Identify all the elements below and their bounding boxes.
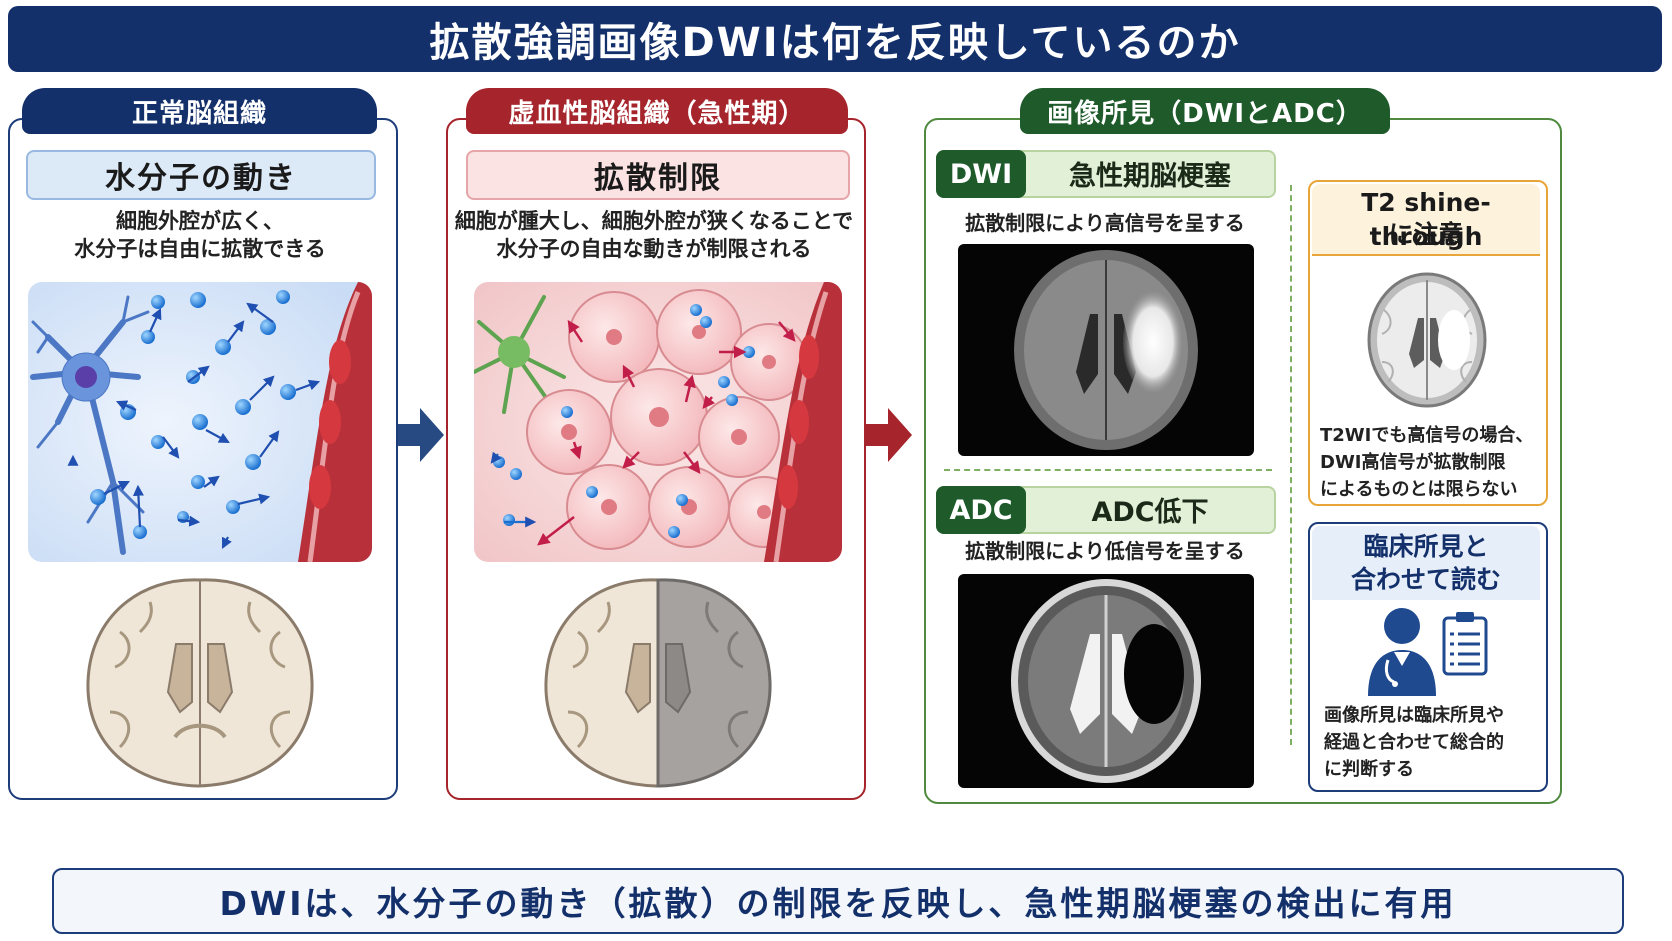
ischemic-desc-line1: 細胞が腫大し、細胞外腔が狭くなることで <box>454 209 854 233</box>
doctor-clipboard-icon <box>1362 604 1492 700</box>
dwi-finding-desc: 拡散制限により高信号を呈する <box>965 211 1245 235</box>
arrow-right-icon <box>866 408 912 466</box>
normal-desc-line1: 細胞外腔が広く、 <box>116 209 284 233</box>
adc-chip: ADC <box>936 486 1026 534</box>
blood-vessel-icon <box>764 282 842 562</box>
ischemic-tissue-illustration <box>474 282 842 562</box>
summary-banner: DWIは、水分子の動き（拡散）の制限を反映し、急性期脳梗塞の検出に有用 <box>52 868 1624 934</box>
adc-finding-desc: 拡散制限により低信号を呈する <box>965 539 1245 563</box>
normal-desc-line2: 水分子は自由に拡散できる <box>74 237 326 261</box>
diffusion-arrows <box>67 302 321 549</box>
clinical-note-title-line1: 臨床所見と <box>1363 532 1489 561</box>
section-divider <box>944 469 1272 471</box>
neuron-icon <box>30 295 150 555</box>
t2-note-text-line1: T2WIでも高信号の場合、 <box>1320 425 1534 446</box>
ischemic-tissue-tab: 虚血性脳組織（急性期） <box>466 88 848 134</box>
glial-cell-icon <box>474 295 566 414</box>
arrow-right-icon <box>398 408 444 466</box>
imaging-findings-tab: 画像所見（DWIとADC） <box>1020 88 1390 134</box>
adc-finding-label: ADC低下 <box>1091 496 1209 528</box>
ischemic-brain-illustration <box>538 572 778 792</box>
clinical-note-text-line3: に判断する <box>1324 759 1414 780</box>
column-divider <box>1290 185 1292 745</box>
dwi-mri-image <box>958 244 1254 456</box>
t2-note-title-line2: に注意 <box>1388 220 1464 249</box>
clinical-note-text-line2: 経過と合わせて総合的 <box>1324 732 1504 753</box>
normal-tissue-tab: 正常脳組織 <box>22 88 377 134</box>
clinical-note-header <box>1312 526 1540 600</box>
clinical-note-text-line1: 画像所見は臨床所見や <box>1324 705 1504 726</box>
normal-brain-illustration <box>80 572 320 792</box>
normal-tissue-illustration <box>28 282 372 562</box>
blood-vessel-icon <box>298 282 372 562</box>
clinical-note-title-line2: 合わせて読む <box>1350 565 1501 594</box>
t2-note-header <box>1312 184 1540 256</box>
dwi-finding-label: 急性期脳梗塞 <box>1069 160 1231 192</box>
diffusion-restriction-heading: 拡散制限 <box>466 150 850 200</box>
dwi-chip: DWI <box>936 150 1026 198</box>
t2-note-title-line1: T2 shine-through <box>1361 188 1491 251</box>
t2-note-text-line2: DWI高信号が拡散制限 <box>1320 452 1506 473</box>
adc-mri-image <box>958 574 1254 788</box>
page-title: 拡散強調画像DWIは何を反映しているのか <box>8 6 1662 72</box>
water-motion-heading: 水分子の動き <box>26 150 376 200</box>
t2-note-text-line3: によるものとは限らない <box>1320 479 1518 500</box>
t2-brain-icon <box>1364 270 1490 414</box>
ischemic-desc-line2: 水分子の自由な動きが制限される <box>496 237 812 261</box>
